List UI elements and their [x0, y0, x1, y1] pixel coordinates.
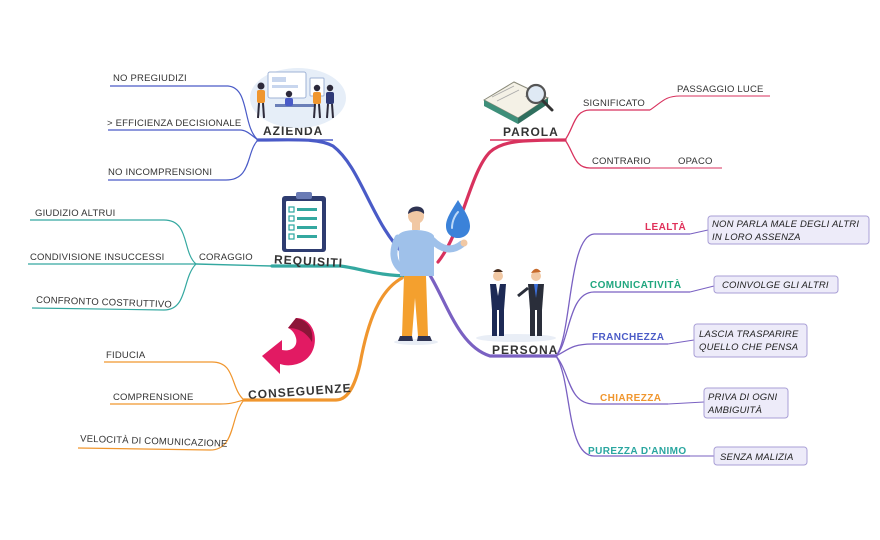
- coraggio-item-3: CONFRONTO COSTRUTTIVO: [36, 295, 172, 311]
- comunicativita-label: COMUNICATIVITÀ: [590, 278, 682, 291]
- requisiti-label: REQUISITI: [274, 252, 344, 270]
- conseguenze-sub-line-3: [77, 399, 245, 451]
- checklist-clipboard-icon: [282, 192, 326, 252]
- curved-arrow-icon: [262, 318, 315, 374]
- significato-line: [564, 109, 650, 141]
- conseguenze-sub-line-1: [104, 361, 245, 401]
- chiarezza-box-line-2: AMBIGUITÀ: [707, 405, 762, 416]
- franchezza-label: FRANCHEZZA: [592, 332, 664, 343]
- lealta-to-box: [689, 229, 709, 235]
- lealta-box: [707, 215, 870, 245]
- conseguenze-item-2: COMPRENSIONE: [113, 392, 194, 403]
- conseguenze-sub-line-2: [110, 399, 245, 405]
- lealta-box-line-1: NON PARLA MALE DEGLI ALTRI: [712, 219, 859, 230]
- man-with-water-drop-illustration: [390, 200, 470, 345]
- passaggio-line: [649, 95, 770, 111]
- opaco-label: OPACO: [678, 156, 713, 167]
- purezza-label: PUREZZA D'ANIMO: [588, 446, 687, 457]
- chiarezza-to-box: [667, 401, 705, 405]
- coraggio-label: CORAGGIO: [199, 252, 253, 263]
- azienda-label: AZIENDA: [263, 124, 323, 138]
- coraggio-sub-line-1: [30, 219, 197, 265]
- coraggio-sub-line-3: [31, 263, 197, 311]
- coraggio-item-1: GIUDIZIO ALTRUI: [35, 208, 115, 219]
- significato-label: SIGNIFICATO: [583, 98, 645, 109]
- comunicativita-line: [555, 291, 690, 357]
- passaggio-luce-label: PASSAGGIO LUCE: [677, 84, 764, 95]
- comunicativita-box: [713, 275, 839, 294]
- azienda-sub-line-1: [110, 85, 259, 141]
- franchezza-to-box: [667, 339, 695, 345]
- chiarezza-label: CHIAREZZA: [600, 393, 661, 404]
- chiarezza-box: [703, 387, 789, 419]
- azienda-item-2: > EFFICIENZA DECISIONALE: [107, 118, 241, 129]
- persona-branch-line: [426, 270, 558, 358]
- conseguenze-item-1: FIDUCIA: [106, 350, 146, 361]
- conseguenze-item-3: VELOCITÀ DI COMUNICAZIONE: [80, 434, 228, 450]
- azienda-sub-line-3: [108, 139, 259, 181]
- coraggio-connector: [195, 263, 273, 267]
- contrario-label: CONTRARIO: [592, 156, 651, 167]
- coraggio-item-2: CONDIVISIONE INSUCCESSI: [30, 252, 164, 263]
- two-businessmen-illustration: [476, 268, 556, 342]
- azienda-sub-line-2: [108, 129, 259, 141]
- franchezza-box-line-2: QUELLO CHE PENSA: [699, 342, 798, 353]
- comunicativita-box-line-1: COINVOLGE GLI ALTRI: [722, 280, 829, 291]
- chiarezza-line: [555, 355, 668, 405]
- conseguenze-branch-line: [242, 276, 404, 402]
- lealta-label: LEALTÀ: [645, 220, 686, 233]
- chiarezza-box-line-1: PRIVA DI OGNI: [708, 392, 777, 403]
- team-office-illustration: [250, 68, 346, 128]
- franchezza-box-line-1: LASCIA TRASPARIRE: [699, 329, 799, 340]
- azienda-item-1: NO PREGIUDIZI: [113, 73, 187, 84]
- franchezza-box: [693, 323, 808, 358]
- purezza-line: [555, 355, 690, 457]
- contrario-line: [564, 139, 650, 169]
- book-magnifier-illustration: [482, 81, 554, 124]
- lealta-box-line-2: IN LORO ASSENZA: [712, 232, 801, 243]
- purezza-box: [713, 446, 808, 466]
- persona-label: PERSONA: [492, 343, 558, 357]
- azienda-branch-line: [256, 138, 410, 260]
- parola-label: PAROLA: [503, 125, 559, 139]
- azienda-item-3: NO INCOMPRENSIONI: [108, 167, 212, 178]
- comunicativita-to-box: [689, 285, 715, 293]
- franchezza-line: [555, 343, 668, 357]
- lealta-line: [555, 233, 690, 357]
- purezza-box-line-1: SENZA MALIZIA: [720, 452, 794, 463]
